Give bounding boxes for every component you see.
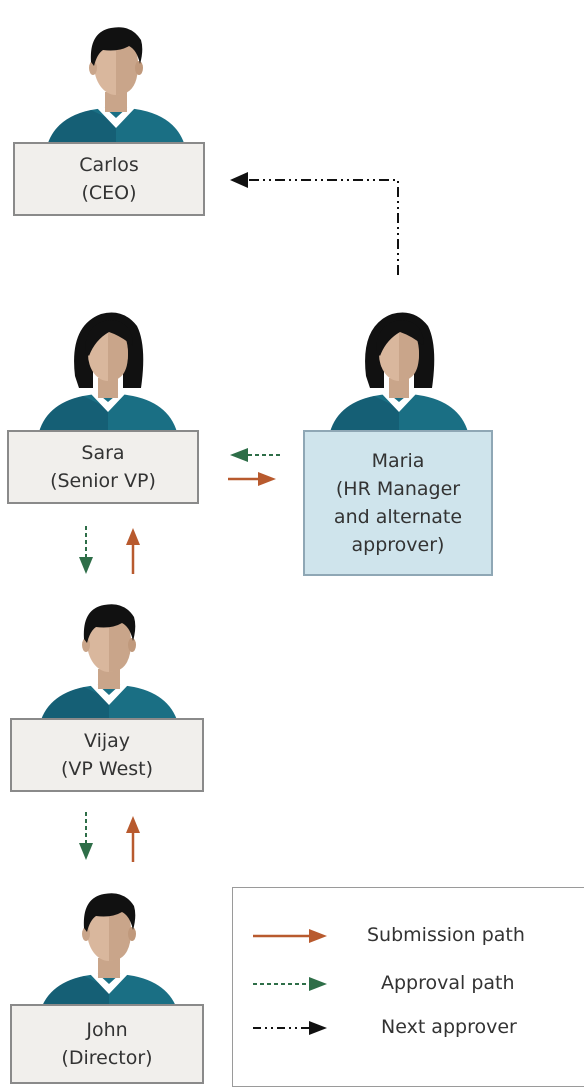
submission-arrowhead-icon: [258, 472, 276, 486]
sara-box: Sara (Senior VP): [7, 430, 199, 504]
legend: Submission path Approval path Next appro…: [232, 887, 584, 1087]
approval-arrowhead-icon: [79, 843, 93, 860]
maria-role-line2: and alternate: [333, 506, 463, 528]
maria-role-line1: (HR Manager: [335, 478, 461, 500]
carlos-name: Carlos: [79, 154, 139, 176]
legend-next-arrowhead-icon: [309, 1021, 327, 1035]
vijay-name: Vijay: [83, 730, 131, 752]
next-approver-arrowhead-icon: [230, 172, 248, 188]
john-role: (Director): [61, 1047, 153, 1069]
john-name: John: [86, 1019, 128, 1041]
maria-role-line3: approver): [351, 534, 445, 556]
approval-arrowhead-icon: [79, 557, 93, 574]
vijay-role: (VP West): [60, 758, 154, 780]
legend-approval-arrowhead-icon: [309, 977, 327, 991]
legend-next-label: Next approver: [381, 1016, 517, 1038]
maria-name: Maria: [371, 450, 425, 472]
legend-submission-arrowhead-icon: [309, 929, 327, 943]
next-approver-arrow: [244, 179, 399, 275]
submission-arrowhead-icon: [126, 816, 140, 833]
approval-arrowhead-icon: [230, 448, 248, 462]
maria-box: Maria (HR Manager and alternate approver…: [303, 430, 493, 576]
submission-arrowhead-icon: [126, 528, 140, 545]
carlos-box: Carlos (CEO): [13, 142, 205, 216]
vijay-box: Vijay (VP West): [10, 718, 204, 792]
sara-name: Sara: [81, 442, 125, 464]
sara-role: (Senior VP): [50, 470, 156, 492]
legend-submission-label: Submission path: [367, 924, 525, 946]
legend-approval-label: Approval path: [381, 972, 515, 994]
carlos-role: (CEO): [81, 182, 137, 204]
